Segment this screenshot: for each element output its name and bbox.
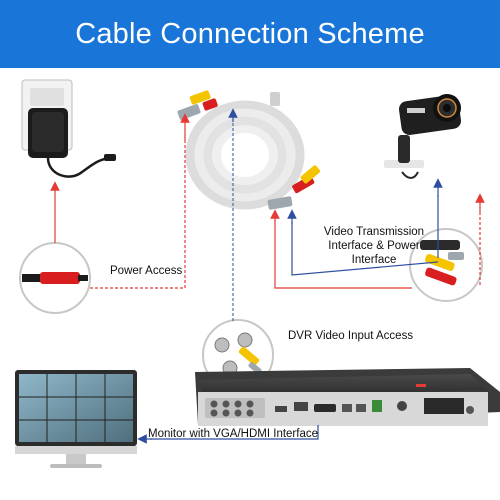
security-camera-icon bbox=[384, 94, 462, 179]
power-plug-detail bbox=[19, 242, 91, 314]
page-title: Cable Connection Scheme bbox=[75, 17, 425, 50]
power-adapter-icon bbox=[21, 79, 116, 178]
dvr-recorder-icon bbox=[195, 368, 500, 426]
video-transmission-line-3: Interface bbox=[351, 254, 397, 266]
video-transmission-line-1: Video Transmission bbox=[323, 226, 425, 238]
bnc-cable-icon bbox=[177, 90, 321, 210]
power-connection-lines bbox=[50, 113, 485, 289]
video-connection-lines bbox=[137, 108, 443, 444]
video-transmission-label: Video Transmission Interface & Power Int… bbox=[304, 225, 444, 267]
video-transmission-line-2: Interface & Power bbox=[328, 240, 420, 252]
dvr-input-label: DVR Video Input Access bbox=[288, 330, 414, 342]
monitor-label: Monitor with VGA/HDMI Interface bbox=[148, 428, 318, 440]
camera-connector-detail bbox=[409, 228, 483, 302]
header-bar: Cable Connection Scheme bbox=[0, 0, 500, 68]
power-access-label: Power Access bbox=[110, 265, 183, 277]
monitor-icon bbox=[15, 370, 137, 468]
